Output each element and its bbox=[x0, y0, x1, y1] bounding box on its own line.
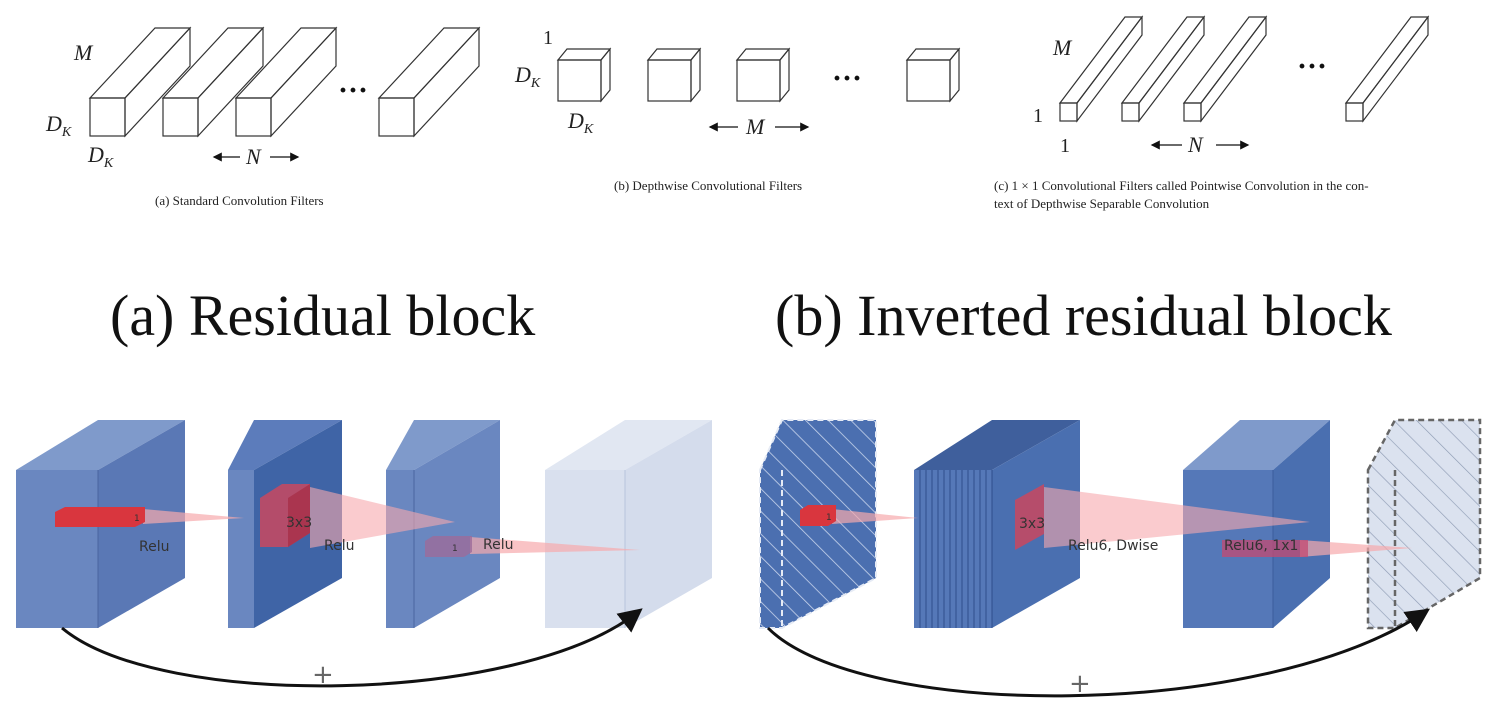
svg-text:1: 1 bbox=[452, 544, 458, 554]
activation-label: Relu bbox=[324, 538, 354, 554]
width-label-1: 1 bbox=[1060, 135, 1070, 157]
svg-text:3x3: 3x3 bbox=[1019, 516, 1045, 532]
width-label: DK bbox=[87, 142, 114, 171]
depthwise-filter bbox=[646, 47, 702, 103]
count-label-m: M bbox=[745, 114, 766, 139]
depthwise-filter bbox=[905, 47, 961, 103]
height-label-1: 1 bbox=[1033, 105, 1043, 127]
ellipsis: ··· bbox=[1297, 50, 1327, 83]
projection-beam bbox=[470, 537, 640, 554]
title-inverted-residual-block: (b) Inverted residual block bbox=[775, 283, 1392, 348]
channel-stack-lines bbox=[919, 470, 993, 628]
caption-pointwise-line1: (c) 1 × 1 Convolutional Filters called P… bbox=[994, 178, 1369, 193]
standard-filter bbox=[377, 26, 481, 138]
skip-connection-arrow bbox=[61, 608, 643, 688]
kernel-1x1: 1 bbox=[55, 507, 145, 527]
depthwise-filters-panel: ··· 1 DK DK M (b) Depthwise Convolutiona… bbox=[514, 27, 961, 193]
pointwise-filter bbox=[1182, 15, 1268, 123]
svg-text:1: 1 bbox=[134, 514, 140, 524]
ellipsis: ··· bbox=[832, 62, 862, 95]
count-label-n: N bbox=[245, 144, 262, 169]
projection-beam bbox=[1044, 487, 1310, 548]
svg-text:3x3: 3x3 bbox=[286, 515, 312, 531]
width-label: DK bbox=[567, 108, 594, 137]
pointwise-filter bbox=[1120, 15, 1206, 123]
count-label-n: N bbox=[1187, 132, 1204, 157]
count-arrow: M bbox=[708, 114, 810, 139]
standard-filter bbox=[161, 26, 265, 138]
residual-layer-thin bbox=[228, 420, 342, 628]
depth-label-m: M bbox=[73, 40, 94, 65]
pointwise-filter bbox=[1058, 15, 1144, 123]
caption-standard: (a) Standard Convolution Filters bbox=[155, 193, 324, 208]
kernel-1x1: 1 bbox=[425, 536, 472, 557]
addition-sign: + bbox=[1069, 669, 1091, 699]
residual-layer-wide bbox=[386, 420, 500, 628]
count-arrow: N bbox=[1150, 132, 1250, 157]
activation-label: Relu bbox=[483, 537, 513, 553]
projection-beam bbox=[1300, 540, 1412, 557]
activation-label: Relu6, 1x1 bbox=[1224, 538, 1298, 554]
ellipsis: ··· bbox=[338, 74, 368, 107]
title-residual-block: (a) Residual block bbox=[110, 283, 535, 348]
projection-beam bbox=[143, 509, 244, 524]
inverted-residual-block-diagram: 1 3x3 Relu6, Dwise Relu6, 1x1 + bbox=[759, 418, 1482, 699]
activation-label: Relu6, Dwise bbox=[1068, 538, 1158, 554]
height-label: DK bbox=[514, 62, 541, 91]
standard-filter bbox=[88, 26, 192, 138]
count-arrow: N bbox=[212, 144, 300, 169]
caption-pointwise-line2: text of Depthwise Separable Convolution bbox=[994, 196, 1210, 211]
projection-beam bbox=[310, 487, 455, 548]
depthwise-filter bbox=[556, 47, 612, 103]
kernel-1x1-pointwise bbox=[1222, 540, 1308, 557]
residual-output-layer bbox=[545, 420, 712, 628]
skip-connection-arrow bbox=[766, 608, 1430, 698]
caption-depthwise: (b) Depthwise Convolutional Filters bbox=[614, 178, 802, 193]
kernel-3x3: 3x3 bbox=[1015, 484, 1045, 550]
projection-beam bbox=[832, 509, 918, 524]
depth-label-1: 1 bbox=[543, 27, 553, 49]
depth-label-m: M bbox=[1052, 35, 1073, 60]
depthwise-filter bbox=[735, 47, 791, 103]
standard-filters-panel: ··· M DK DK N (a) Standard Convolution F… bbox=[45, 26, 481, 208]
addition-sign: + bbox=[312, 660, 334, 690]
kernel-3x3: 3x3 bbox=[260, 484, 312, 547]
height-label: DK bbox=[45, 111, 72, 140]
residual-block-diagram: 1 3x3 1 Relu Relu Relu + bbox=[16, 420, 712, 690]
pointwise-filter bbox=[1344, 15, 1430, 123]
kernel-1x1: 1 bbox=[800, 505, 836, 526]
activation-label: Relu bbox=[139, 539, 169, 555]
pointwise-filters-panel: ··· M 1 1 N (c) 1 × 1 Convolutional Filt… bbox=[994, 15, 1430, 211]
standard-filter bbox=[234, 26, 338, 138]
svg-text:1: 1 bbox=[826, 513, 832, 523]
residual-layer-wide bbox=[16, 420, 185, 628]
inverted-output-layer bbox=[1366, 418, 1482, 630]
